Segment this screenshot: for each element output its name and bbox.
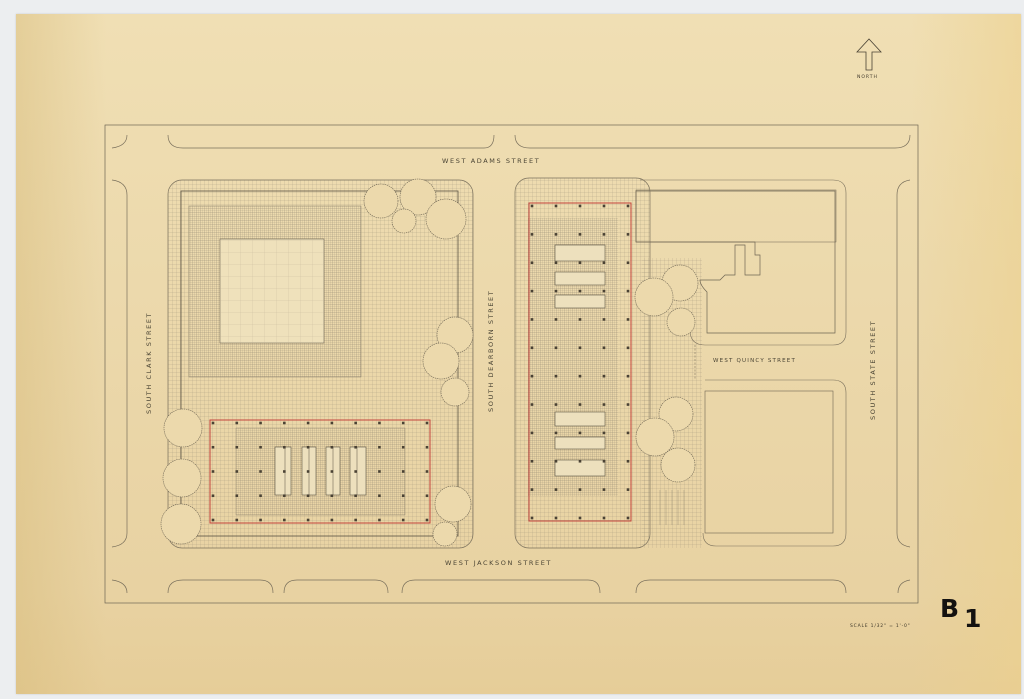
street-label-south: WEST JACKSON STREET bbox=[445, 559, 553, 567]
north-label: NORTH bbox=[857, 75, 878, 80]
street-label-middle: SOUTH DEARBORN STREET bbox=[487, 289, 495, 412]
street-label-north: WEST ADAMS STREET bbox=[442, 157, 541, 165]
trees-east bbox=[634, 264, 699, 483]
sheet-id-number: 1 bbox=[964, 604, 982, 633]
west-block bbox=[167, 179, 474, 549]
street-label-quincy: WEST QUINCY STREET bbox=[713, 358, 797, 364]
east-block bbox=[514, 177, 847, 549]
scale-label: SCALE 1/32" = 1'-0" bbox=[850, 624, 911, 629]
trees-west bbox=[160, 178, 474, 547]
street-label-west: SOUTH CLARK STREET bbox=[145, 311, 153, 414]
curbs bbox=[111, 134, 911, 594]
street-label-east: SOUTH STATE STREET bbox=[869, 319, 877, 420]
drawing-border bbox=[104, 124, 919, 604]
sheet-id-letter: B bbox=[940, 594, 960, 623]
north-arrow-icon bbox=[856, 38, 882, 71]
